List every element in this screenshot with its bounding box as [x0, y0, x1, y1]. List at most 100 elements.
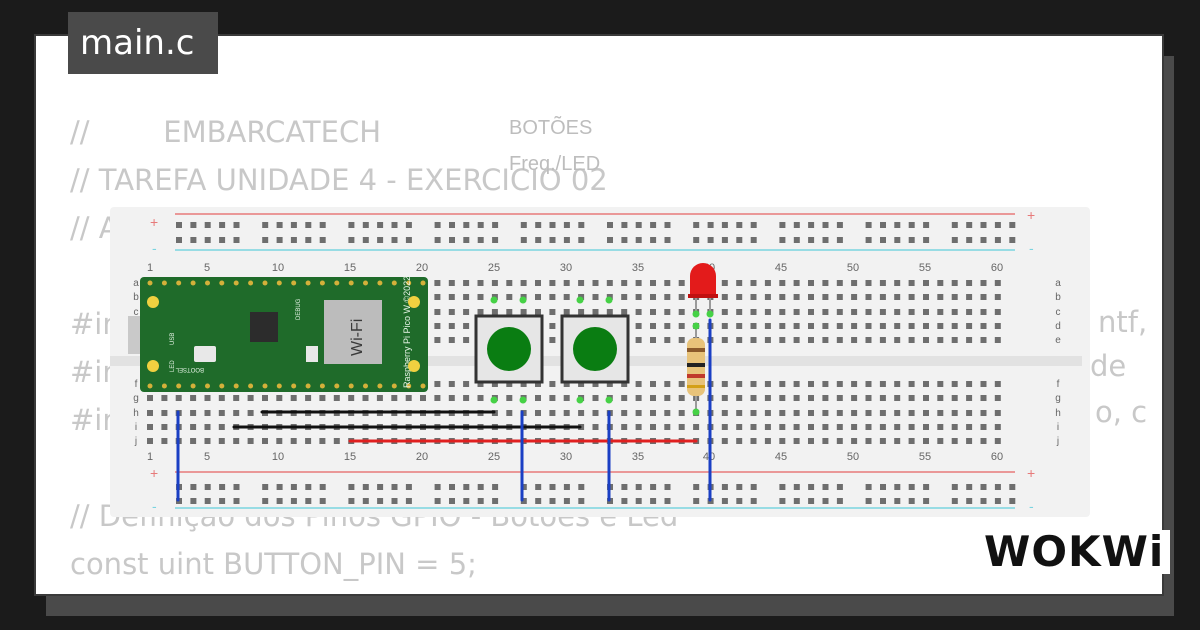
breadboard-hole: [822, 294, 829, 300]
breadboard-hole: [966, 309, 973, 315]
resistor-band: [687, 363, 705, 367]
pushbutton-2[interactable]: [560, 296, 630, 404]
breadboard-hole: [520, 237, 527, 243]
breadboard-hole: [592, 395, 599, 401]
raspberry-pi-pico-w[interactable]: Wi-Fi Raspberry Pi Pico W ©2022 DEBUG US…: [128, 276, 428, 392]
breadboard-hole: [218, 410, 225, 416]
breadboard-hole: [362, 222, 369, 228]
breadboard-hole: [908, 498, 915, 504]
breadboard-hole: [808, 222, 815, 228]
pushbutton-1[interactable]: [474, 296, 544, 404]
pico-pin: [305, 280, 311, 286]
breadboard-hole: [736, 484, 743, 490]
breadboard-hole: [549, 294, 556, 300]
breadboard-hole: [736, 294, 743, 300]
pico-pin: [147, 280, 153, 286]
breadboard-hole: [290, 222, 297, 228]
breadboard-hole: [219, 237, 226, 243]
row-letter: h: [133, 408, 139, 419]
breadboard-hole: [635, 237, 642, 243]
breadboard-hole: [937, 323, 944, 329]
breadboard-hole: [506, 280, 513, 286]
breadboard-hole: [736, 309, 743, 315]
breadboard-hole: [276, 498, 283, 504]
breadboard-hole: [851, 410, 858, 416]
breadboard-hole: [937, 410, 944, 416]
breadboard-hole: [721, 424, 728, 430]
breadboard-hole: [951, 424, 958, 430]
breadboard-hole: [793, 280, 800, 286]
breadboard-hole: [721, 381, 728, 387]
breadboard-hole: [276, 237, 283, 243]
breadboard-hole: [879, 410, 886, 416]
breadboard-hole: [822, 395, 829, 401]
breadboard-hole: [923, 498, 930, 504]
breadboard-hole: [908, 323, 915, 329]
breadboard-hole: [865, 381, 872, 387]
breadboard-hole: [520, 484, 527, 490]
breadboard-hole: [578, 381, 585, 387]
breadboard-hole: [994, 484, 1001, 490]
breadboard-hole: [808, 337, 814, 343]
breadboard-hole: [793, 309, 800, 315]
breadboard-hole: [391, 395, 398, 401]
breadboard-hole: [218, 438, 225, 444]
breadboard-hole: [161, 395, 168, 401]
wires: [176, 318, 712, 502]
pico-pin: [391, 383, 397, 389]
breadboard-hole: [851, 381, 858, 387]
breadboard-hole: [966, 424, 973, 430]
pico-pin: [276, 383, 282, 389]
breadboard-hole: [449, 498, 455, 504]
breadboard-hole: [894, 438, 901, 444]
breadboard-hole: [218, 395, 225, 401]
resistor[interactable]: [687, 322, 705, 416]
breadboard-hole: [434, 237, 441, 243]
breadboard-hole: [721, 309, 728, 315]
breadboard-hole: [779, 280, 786, 286]
breadboard-hole: [736, 438, 743, 444]
breadboard-hole: [894, 498, 901, 504]
breadboard-hole: [621, 395, 628, 401]
breadboard-hole: [190, 484, 197, 490]
red-led[interactable]: [688, 263, 718, 318]
breadboard-hole: [578, 280, 585, 286]
column-number: 45: [775, 451, 787, 463]
breadboard-hole: [750, 309, 757, 315]
breadboard-hole: [865, 498, 872, 504]
breadboard-hole: [664, 323, 671, 329]
pico-pin: [190, 280, 196, 286]
breadboard-hole: [190, 222, 197, 228]
breadboard-hole: [563, 498, 570, 504]
breadboard-hole: [664, 410, 671, 416]
breadboard-hole: [966, 498, 973, 504]
breadboard-hole: [319, 498, 326, 504]
pushbutton-cap[interactable]: [573, 327, 617, 371]
breadboard-hole: [276, 222, 283, 228]
rail-minus-label: -: [152, 240, 157, 256]
pin-dot: [692, 310, 700, 318]
breadboard-hole: [736, 395, 743, 401]
breadboard-hole: [808, 294, 814, 300]
pin-dot: [490, 396, 498, 404]
breadboard-hole: [894, 381, 901, 387]
breadboard-hole: [578, 498, 585, 504]
breadboard-hole: [937, 294, 944, 300]
breadboard-hole: [764, 337, 771, 343]
breadboard-hole: [980, 237, 987, 243]
breadboard-hole: [736, 381, 743, 387]
breadboard-hole: [664, 395, 671, 401]
breadboard-hole: [606, 381, 613, 387]
row-letter: g: [1055, 393, 1061, 404]
file-tab-main-c[interactable]: main.c: [68, 12, 218, 74]
row-letter: a: [133, 278, 139, 289]
breadboard-hole: [951, 280, 958, 286]
breadboard-hole: [764, 280, 771, 286]
bootsel-button[interactable]: [194, 346, 216, 362]
breadboard-hole: [693, 237, 700, 243]
pico-pin: [233, 383, 239, 389]
breadboard-hole: [721, 237, 728, 243]
breadboard-hole: [994, 237, 1001, 243]
pushbutton-cap[interactable]: [487, 327, 531, 371]
